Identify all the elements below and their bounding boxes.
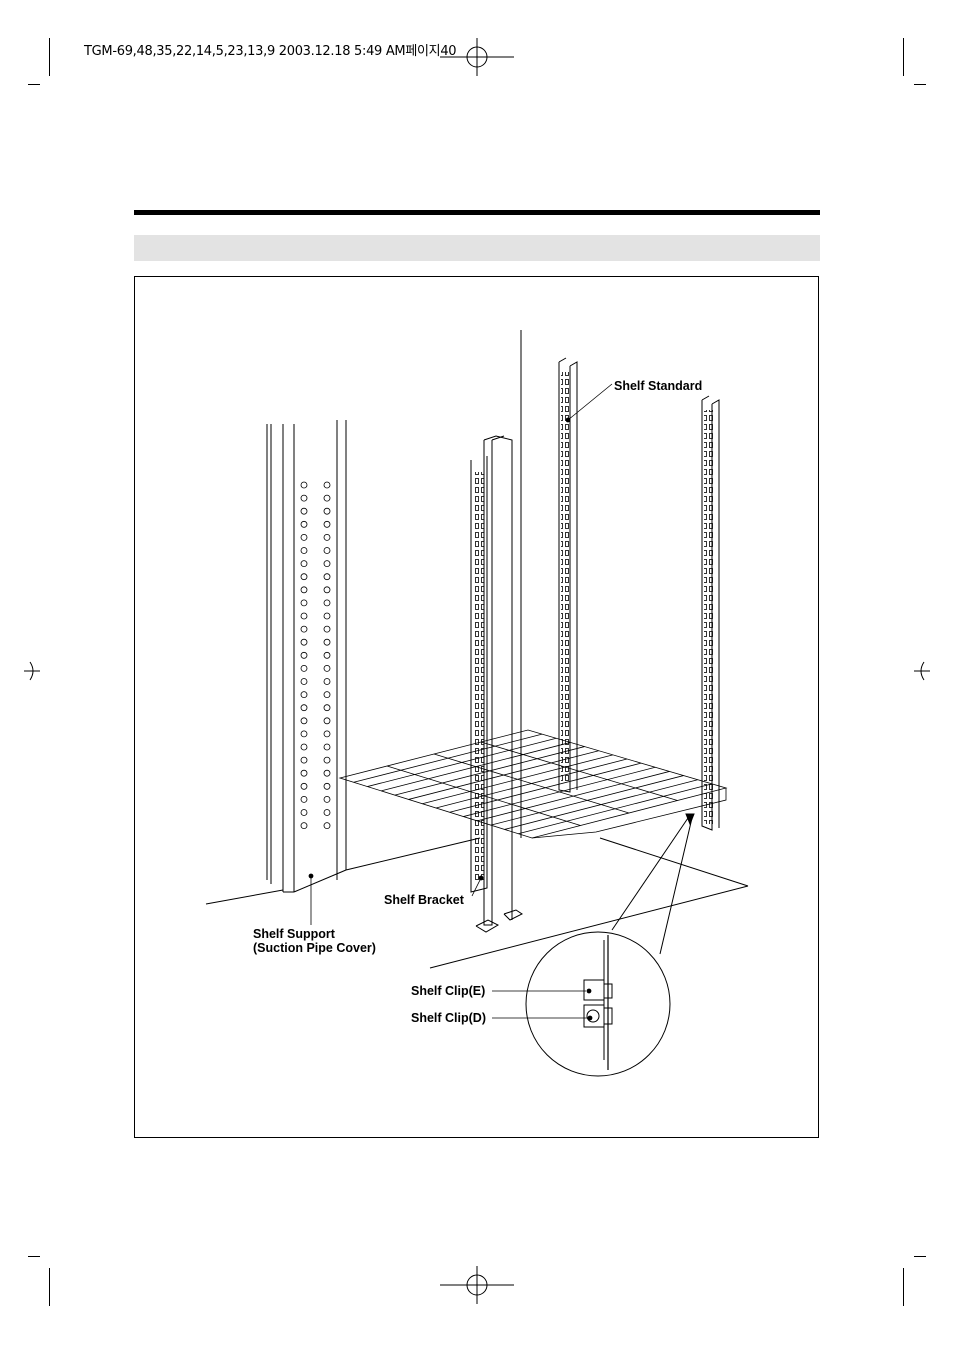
- support-hole: [301, 796, 307, 802]
- support-hole: [301, 783, 307, 789]
- registration-target-top: [440, 38, 514, 76]
- support-hole: [324, 613, 330, 619]
- support-hole: [301, 692, 307, 698]
- support-hole: [324, 574, 330, 580]
- support-hole: [324, 548, 330, 554]
- label-shelf-support: Shelf Support: [253, 927, 336, 941]
- shelf-cross-wire: [434, 754, 629, 813]
- support-hole: [324, 495, 330, 501]
- wire-shelf: [340, 730, 726, 838]
- support-hole: [301, 548, 307, 554]
- support-hole: [324, 783, 330, 789]
- support-hole: [301, 652, 307, 658]
- support-hole: [324, 770, 330, 776]
- support-hole: [301, 679, 307, 685]
- label-suction-pipe-cover: (Suction Pipe Cover): [253, 941, 376, 955]
- shelf-cross-wire: [481, 742, 678, 801]
- support-hole: [324, 718, 330, 724]
- support-hole: [301, 810, 307, 816]
- shelf-support: [267, 420, 346, 892]
- support-hole: [301, 587, 307, 593]
- shelf-standard-right: [702, 396, 719, 830]
- support-hole: [324, 705, 330, 711]
- support-hole: [301, 639, 307, 645]
- support-hole: [324, 679, 330, 685]
- support-hole: [301, 574, 307, 580]
- label-shelf-clip-e: Shelf Clip(E): [411, 984, 485, 998]
- registration-target-bottom: [440, 1266, 514, 1304]
- support-hole: [324, 639, 330, 645]
- shelf-standard-left: [559, 358, 577, 792]
- support-hole: [301, 521, 307, 527]
- support-hole: [324, 521, 330, 527]
- support-holes: [301, 482, 330, 829]
- support-hole: [301, 744, 307, 750]
- label-shelf-standard: Shelf Standard: [614, 379, 702, 393]
- support-hole: [301, 770, 307, 776]
- support-hole: [324, 810, 330, 816]
- support-hole: [301, 482, 307, 488]
- support-hole: [301, 823, 307, 829]
- support-hole: [324, 626, 330, 632]
- registration-mark-right: [914, 662, 930, 680]
- support-hole: [301, 705, 307, 711]
- label-shelf-clip-d: Shelf Clip(D): [411, 1011, 486, 1025]
- support-hole: [301, 665, 307, 671]
- support-hole: [324, 757, 330, 763]
- clip-detail-callout: [526, 814, 694, 1076]
- support-hole: [324, 600, 330, 606]
- support-hole: [301, 600, 307, 606]
- label-shelf-bracket: Shelf Bracket: [384, 893, 465, 907]
- support-hole: [301, 731, 307, 737]
- support-hole: [324, 482, 330, 488]
- support-hole: [301, 534, 307, 540]
- shelf-bracket: [471, 436, 522, 932]
- support-hole: [324, 665, 330, 671]
- support-hole: [301, 626, 307, 632]
- support-hole: [324, 823, 330, 829]
- support-hole: [301, 508, 307, 514]
- support-hole: [324, 731, 330, 737]
- support-hole: [324, 508, 330, 514]
- support-hole: [301, 613, 307, 619]
- support-hole: [324, 534, 330, 540]
- support-hole: [301, 561, 307, 567]
- registration-mark-left: [24, 662, 40, 680]
- support-hole: [301, 757, 307, 763]
- support-hole: [324, 587, 330, 593]
- support-hole: [301, 718, 307, 724]
- support-hole: [324, 652, 330, 658]
- support-hole: [324, 796, 330, 802]
- support-hole: [324, 744, 330, 750]
- support-hole: [324, 692, 330, 698]
- support-hole: [324, 561, 330, 567]
- support-hole: [301, 495, 307, 501]
